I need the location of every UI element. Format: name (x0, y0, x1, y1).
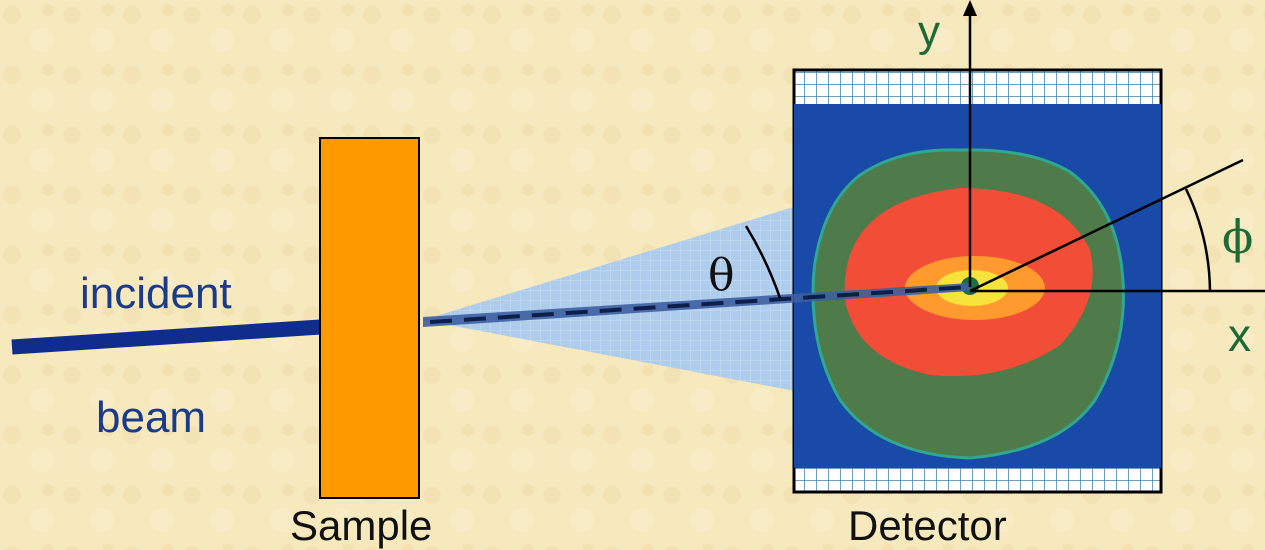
x-axis-label: x (1228, 309, 1251, 361)
scattering-cone (423, 205, 800, 392)
theta-arc (744, 225, 782, 299)
phi-arc (1184, 188, 1212, 292)
beam-centerline (429, 285, 969, 324)
transmitted-beam (423, 283, 970, 327)
incident-beam (11, 316, 368, 355)
beam-label: beam (96, 393, 207, 442)
sample-label: Sample (290, 502, 433, 549)
detector-label: Detector (848, 502, 1007, 549)
y-axis-arrowhead (963, 0, 977, 16)
incident-label: incident (80, 269, 232, 318)
phi-ray (969, 158, 1244, 293)
theta-label: θ (708, 250, 735, 301)
sample-block (319, 137, 420, 499)
y-axis-label: y (918, 7, 940, 56)
phi-label: ϕ (1222, 210, 1254, 264)
